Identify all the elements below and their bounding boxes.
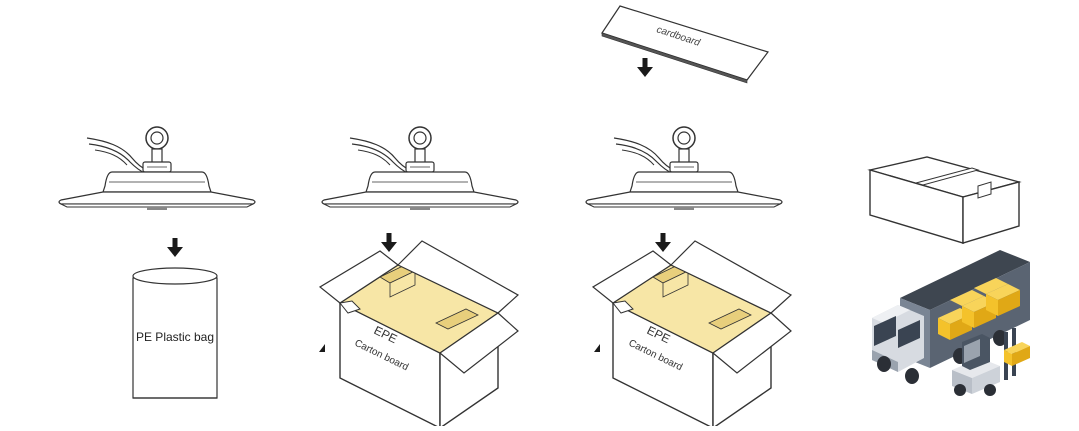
wedge-mark-icon bbox=[594, 344, 600, 352]
open-carton-icon bbox=[592, 240, 792, 429]
plastic-bag-icon bbox=[132, 267, 218, 399]
forklift-icon bbox=[952, 328, 1030, 396]
high-bay-light-icon bbox=[321, 126, 519, 211]
high-bay-light-icon bbox=[58, 126, 256, 211]
wedge-mark-icon bbox=[319, 344, 325, 352]
cardboard-sheet-icon bbox=[601, 5, 769, 84]
down-arrow-icon bbox=[637, 58, 653, 77]
truck-icon bbox=[872, 250, 1030, 384]
down-arrow-icon bbox=[167, 238, 183, 257]
closed-box-icon bbox=[867, 156, 1022, 244]
plastic-bag-label: PE Plastic bag bbox=[136, 330, 214, 344]
high-bay-light-icon bbox=[585, 126, 783, 211]
down-arrow-icon bbox=[381, 233, 397, 252]
down-arrow-icon bbox=[655, 233, 671, 252]
open-carton-icon bbox=[319, 240, 519, 429]
